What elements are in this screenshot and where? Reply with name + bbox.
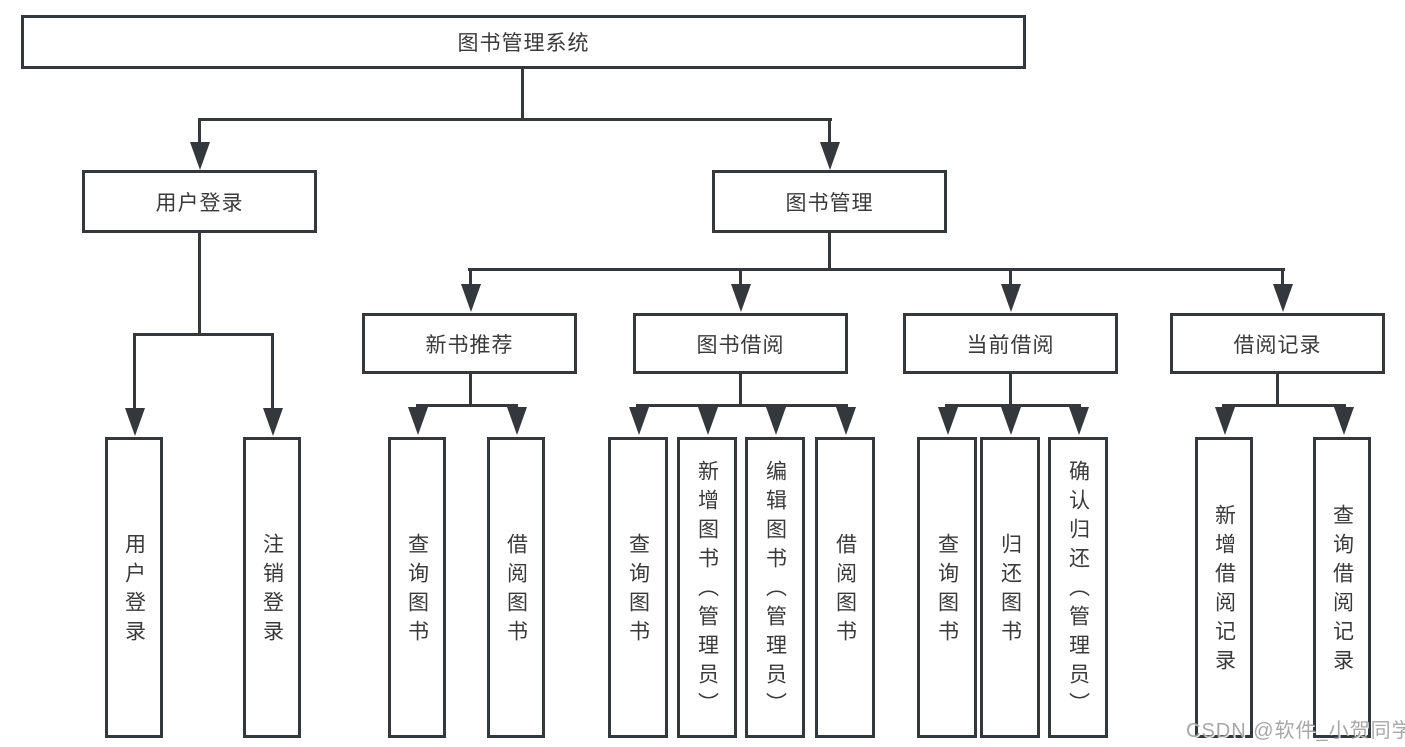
connector-line xyxy=(1281,271,1284,286)
connector-line xyxy=(198,118,832,121)
connector-line xyxy=(271,336,274,410)
arrowhead-down-icon xyxy=(125,408,145,436)
connector-line xyxy=(739,374,742,406)
leaf-borrow-books-1: 借阅图书 xyxy=(487,437,545,738)
arrowhead-down-icon xyxy=(698,407,718,435)
node-borrowing-records: 借阅记录 xyxy=(1170,313,1385,374)
arrowhead-down-icon xyxy=(1001,284,1021,312)
arrowhead-down-icon xyxy=(820,142,840,170)
connector-line xyxy=(521,69,524,120)
arrowhead-down-icon xyxy=(938,407,958,435)
arrowhead-down-icon xyxy=(190,142,210,170)
connector-line xyxy=(828,120,831,146)
node-book-borrowing: 图书借阅 xyxy=(633,313,848,374)
connector-line xyxy=(469,374,472,406)
leaf-confirm-return-admin: 确认归还（管理员） xyxy=(1048,437,1108,738)
node-library-management-system: 图书管理系统 xyxy=(21,15,1026,69)
arrowhead-down-icon xyxy=(1334,407,1354,435)
arrowhead-down-icon xyxy=(1001,407,1021,435)
connector-line xyxy=(198,233,201,335)
connector-line xyxy=(416,404,518,407)
arrowhead-down-icon xyxy=(408,407,428,435)
csdn-watermark: CSDN @软件_小贺同学 xyxy=(1186,720,1405,742)
leaf-edit-book-admin: 编辑图书（管理员） xyxy=(745,437,805,738)
connector-line xyxy=(739,271,742,286)
leaf-borrow-books-2: 借阅图书 xyxy=(815,437,875,738)
node-current-borrowing: 当前借阅 xyxy=(903,313,1118,374)
connector-line xyxy=(469,271,472,286)
arrowhead-down-icon xyxy=(461,284,481,312)
connector-line xyxy=(133,336,136,410)
connector-line xyxy=(468,268,1285,271)
connector-line xyxy=(1222,404,1346,407)
leaf-user-login: 用户登录 xyxy=(105,437,163,738)
arrowhead-down-icon xyxy=(263,408,283,436)
leaf-query-books-2: 查询图书 xyxy=(608,437,668,738)
arrowhead-down-icon xyxy=(731,284,751,312)
arrowhead-down-icon xyxy=(629,407,649,435)
connector-line xyxy=(1009,374,1012,406)
connector-line xyxy=(133,333,274,336)
arrowhead-down-icon xyxy=(1273,284,1293,312)
arrowhead-down-icon xyxy=(1215,407,1235,435)
connector-line xyxy=(1276,374,1279,406)
node-user-login: 用户登录 xyxy=(82,170,317,233)
leaf-add-borrow-record: 新增借阅记录 xyxy=(1195,437,1253,738)
leaf-query-books-1: 查询图书 xyxy=(388,437,446,738)
arrowhead-down-icon xyxy=(766,407,786,435)
leaf-return-book: 归还图书 xyxy=(980,437,1040,738)
node-book-management: 图书管理 xyxy=(712,170,947,233)
connector-line xyxy=(198,120,201,146)
connector-line xyxy=(1009,271,1012,286)
node-new-book-recommendation: 新书推荐 xyxy=(362,313,577,374)
leaf-query-books-3: 查询图书 xyxy=(917,437,977,738)
arrowhead-down-icon xyxy=(836,407,856,435)
leaf-logout: 注销登录 xyxy=(243,437,301,738)
connector-line xyxy=(636,404,848,407)
connector-line xyxy=(945,404,1081,407)
arrowhead-down-icon xyxy=(1069,407,1089,435)
connector-line xyxy=(828,233,831,270)
leaf-query-borrow-record: 查询借阅记录 xyxy=(1313,437,1371,738)
leaf-add-book-admin: 新增图书（管理员） xyxy=(677,437,737,738)
arrowhead-down-icon xyxy=(507,407,527,435)
